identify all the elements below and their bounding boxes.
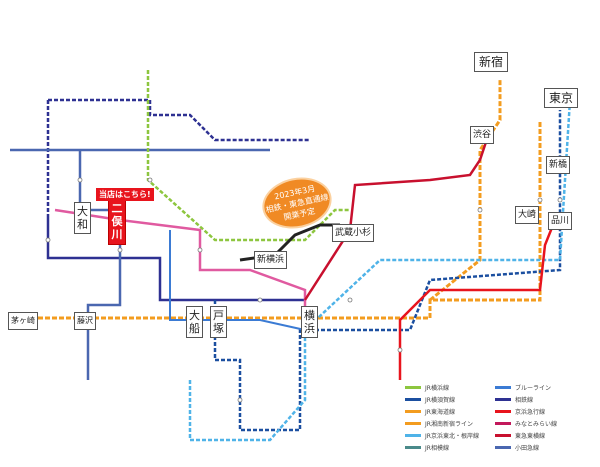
legend-label: 小田急線: [515, 445, 540, 452]
jr-yokohama-line: [146, 70, 350, 242]
station-totsuka[interactable]: 戸塚: [210, 306, 227, 338]
legend-swatch: [405, 398, 421, 401]
legend-item: JR横浜線: [405, 383, 449, 392]
legend-label: 京浜急行線: [515, 409, 546, 416]
jr-yokosuka-line: [213, 110, 562, 432]
station-shinjuku[interactable]: 新宿: [474, 52, 509, 72]
legend-label: JR湘南新宿ライン: [425, 421, 473, 428]
legend-item: 東急東横線: [495, 431, 545, 440]
legend-label: JR京浜東北・根岸線: [425, 433, 479, 440]
store-location-label: 当店はこちら!: [96, 188, 154, 201]
station-shinyokohama[interactable]: 新横浜: [254, 251, 288, 269]
legend-swatch: [495, 422, 511, 425]
jr-tokaido-line: [10, 120, 542, 320]
station-shimbashi[interactable]: 新橋: [546, 156, 571, 174]
legend-item: JR横須賀線: [405, 395, 455, 404]
legend-label: 相鉄線: [515, 397, 534, 404]
legend-swatch: [495, 386, 511, 389]
legend-item: JR京浜東北・根岸線: [405, 431, 479, 440]
legend-swatch: [495, 434, 511, 437]
legend-swatch: [495, 410, 511, 413]
sotetsu-line: [46, 215, 305, 302]
legend-label: みなとみらい線: [515, 421, 558, 428]
legend-swatch: [405, 446, 421, 449]
station-futamatagawa[interactable]: 二俣川: [108, 198, 126, 245]
denentoshi-line: [48, 98, 310, 142]
legend-swatch: [405, 434, 421, 437]
legend-swatch: [495, 398, 511, 401]
jr-keihin-tohoku-line: [188, 99, 572, 442]
station-musashikosugi[interactable]: 武蔵小杉: [332, 224, 375, 242]
legend-swatch: [405, 386, 421, 389]
station-chigasaki[interactable]: 茅ヶ崎: [8, 312, 38, 330]
legend: JR横浜線 JR横須賀線 JR東海道線 JR湘南新宿ライン JR京浜東北・根岸線 JR相模…: [405, 383, 595, 463]
legend-item: 小田急線: [495, 443, 539, 452]
legend-item: JR湘南新宿ライン: [405, 419, 473, 428]
legend-label: ブルーライン: [515, 385, 552, 392]
station-tokyo[interactable]: 東京: [544, 88, 579, 108]
odakyu-enoshima: [78, 150, 122, 380]
station-osaki[interactable]: 大崎: [515, 206, 540, 224]
legend-item: 相鉄線: [495, 395, 533, 404]
legend-label: JR相模線: [425, 445, 449, 452]
station-shibuya[interactable]: 渋谷: [470, 126, 495, 144]
keikyu-line: [398, 219, 557, 380]
legend-label: JR横浜線: [425, 385, 449, 392]
station-ofuna[interactable]: 大船: [186, 306, 203, 338]
legend-item: JR相模線: [405, 443, 449, 452]
legend-label: 東急東横線: [515, 433, 546, 440]
station-yamato[interactable]: 大和: [74, 202, 91, 234]
legend-item: 京浜急行線: [495, 407, 545, 416]
legend-item: JR東海道線: [405, 407, 455, 416]
station-shinagawa[interactable]: 品川: [548, 212, 573, 230]
jr-shonan-shinjuku-line: [429, 80, 502, 302]
station-fujisawa[interactable]: 藤沢: [74, 312, 96, 330]
tokyu-toyoko-line: [303, 129, 492, 301]
legend-label: JR東海道線: [425, 409, 455, 416]
legend-swatch: [405, 410, 421, 413]
legend-swatch: [495, 446, 511, 449]
legend-swatch: [405, 422, 421, 425]
legend-item: みなとみらい線: [495, 419, 557, 428]
legend-label: JR横須賀線: [425, 397, 455, 404]
legend-item: ブルーライン: [495, 383, 551, 392]
station-yokohama[interactable]: 横浜: [301, 306, 318, 338]
